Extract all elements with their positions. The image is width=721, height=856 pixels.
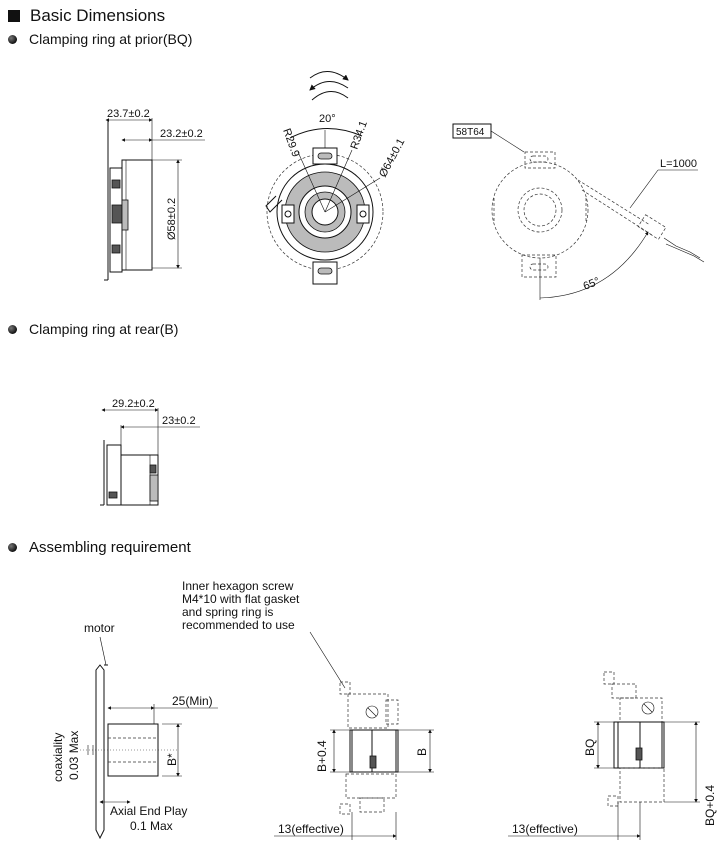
assembly-axial-label: Axial End Play	[110, 804, 187, 818]
assembly-motor-label: motor	[84, 621, 115, 635]
prior-front-view	[265, 71, 384, 285]
assembly-note-line-3: and spring ring is	[182, 605, 273, 619]
subsection-rear: Clamping ring at rear(B)	[8, 321, 178, 337]
assembly-motor-shaft	[80, 636, 218, 840]
assembly-effective-2: 13(effective)	[512, 822, 578, 836]
assembly-note-line-4: recommended to use	[182, 618, 295, 632]
assembly-min-length: 25(Min)	[172, 694, 213, 708]
prior-side-view	[104, 118, 205, 281]
section-basic-dimensions: Basic Dimensions	[8, 6, 165, 26]
prior-dia64: Ø64±0.1	[377, 137, 407, 180]
subsection-prior: Clamping ring at prior(BQ)	[8, 31, 192, 47]
assembly-bq: BQ	[583, 739, 597, 756]
assembly-coaxiality-label: coaxiality	[51, 733, 65, 782]
round-bullet-icon	[8, 34, 17, 44]
assembly-encoder-rear-clamp	[274, 681, 434, 840]
prior-r2: R34.1	[349, 119, 370, 151]
section-title: Assembling requirement	[29, 539, 191, 556]
rear-dim-a: 29.2±0.2	[112, 398, 155, 410]
section-assembling: Assembling requirement	[8, 539, 191, 556]
prior-r1: R29.9	[280, 127, 301, 159]
assembly-bq-plus: BQ+0.4	[703, 785, 717, 826]
prior-cable-angle: 65°	[582, 275, 602, 292]
prior-angle: 20°	[319, 113, 336, 125]
assembly-b-plus: B+0.4	[315, 740, 329, 772]
subsection-title: Clamping ring at prior(BQ)	[29, 31, 193, 47]
assembly-encoder-prior-clamp	[508, 671, 700, 840]
rear-side-view	[100, 408, 200, 506]
prior-dim-diameter: Ø58±0.2	[166, 198, 178, 240]
round-bullet-icon	[8, 324, 17, 334]
assembly-b: B	[415, 748, 429, 756]
assembly-coaxiality-value: 0.03 Max	[67, 731, 81, 780]
rear-dim-b: 23±0.2	[162, 415, 196, 427]
subsection-title: Clamping ring at rear(B)	[29, 321, 179, 337]
assembly-axial-value: 0.1 Max	[130, 819, 173, 833]
prior-dim-b: 23.2±0.2	[160, 128, 203, 140]
square-bullet-icon	[8, 10, 20, 22]
round-bullet-icon	[8, 543, 17, 552]
section-title: Basic Dimensions	[30, 6, 166, 25]
assembly-effective-1: 13(effective)	[278, 822, 344, 836]
assembly-b-star: B*	[165, 753, 179, 766]
prior-dim-a: 23.7±0.2	[107, 108, 150, 120]
assembly-note-line-2: M4*10 with flat gasket	[182, 592, 300, 606]
prior-cable-length: L=1000	[660, 158, 697, 170]
assembly-note-leader	[309, 631, 346, 689]
prior-back-view	[452, 123, 705, 300]
prior-model: 58T64	[456, 127, 485, 138]
assembly-note-line-1: Inner hexagon screw	[182, 579, 294, 593]
